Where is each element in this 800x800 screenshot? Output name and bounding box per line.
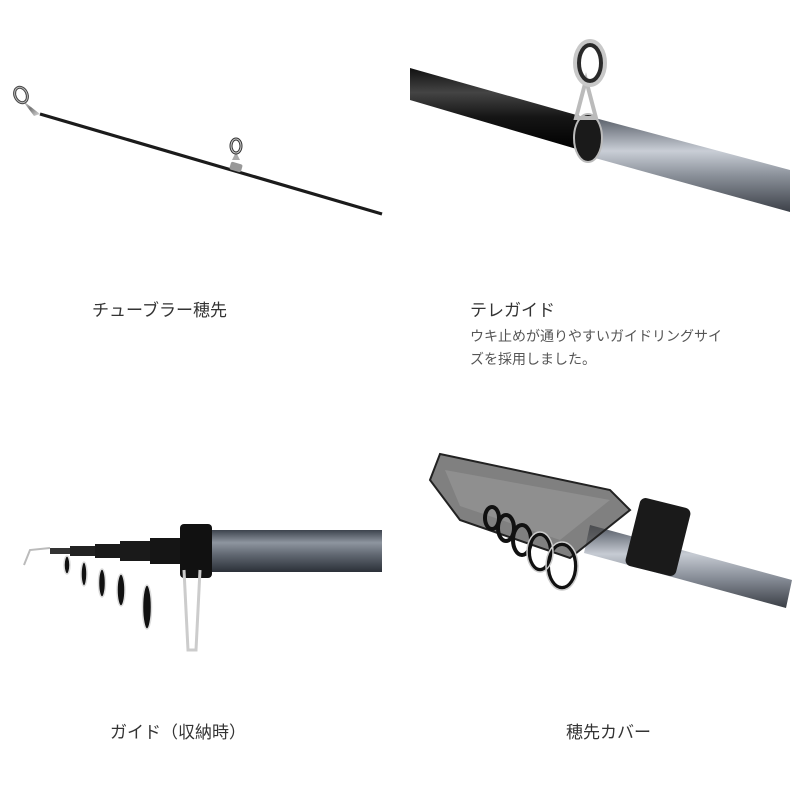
tubular-tip-rod-image bbox=[13, 85, 383, 216]
description-line: ウキ止めが通りやすいガイドリングサイ bbox=[470, 329, 722, 345]
feature-title: チューブラー穂先 bbox=[92, 301, 227, 321]
feature-title: ガイド（収納時） bbox=[110, 723, 246, 743]
feature-description: ウキ止めが通りやすいガイドリングサイ ズを採用しました。 bbox=[470, 326, 770, 372]
tele-guide-image bbox=[410, 39, 790, 212]
feature-tubular-tip: チューブラー穂先 bbox=[0, 0, 400, 400]
feature-title: テレガイド bbox=[470, 301, 555, 321]
feature-tip-cover: 穂先カバー bbox=[400, 400, 800, 800]
description-line: ズを採用しました。 bbox=[470, 352, 596, 368]
guide-stowed-image bbox=[23, 524, 382, 652]
feature-title: 穂先カバー bbox=[566, 723, 651, 743]
feature-tele-guide: テレガイド ウキ止めが通りやすいガイドリングサイ ズを採用しました。 bbox=[400, 0, 800, 400]
tip-cover-image bbox=[428, 452, 792, 608]
feature-guide-stowed: ガイド（収納時） bbox=[0, 400, 400, 800]
